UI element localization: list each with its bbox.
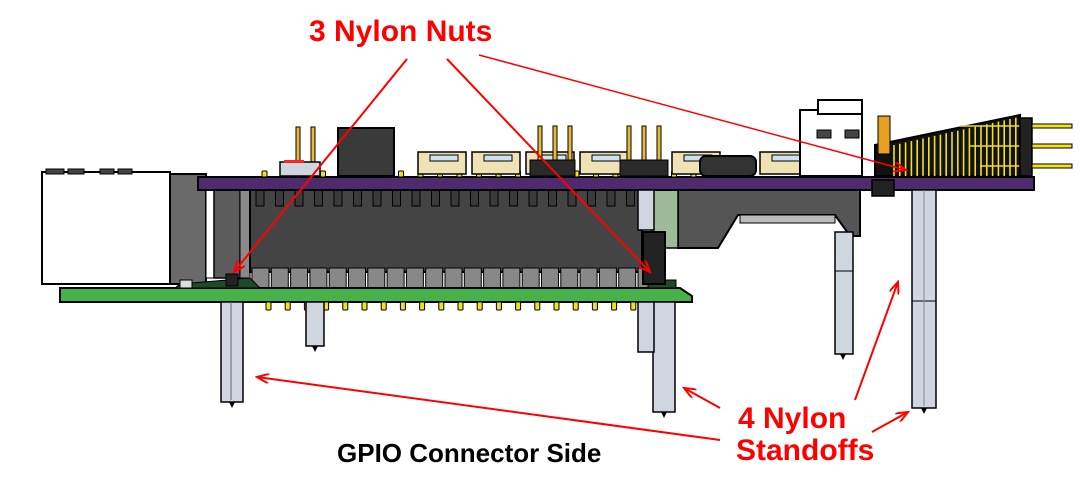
top-board-components — [279, 99, 1073, 177]
standoff-1 — [220, 301, 244, 408]
nylon-nut-right — [871, 179, 895, 197]
gpio-connector-side-label: GPIO Connector Side — [337, 438, 602, 468]
gpio-pin-housing — [425, 267, 444, 289]
callout-arrows-standoffs — [257, 282, 908, 441]
gpio-slot — [353, 189, 362, 207]
gpio-pin — [515, 301, 522, 311]
gpio-slot — [275, 189, 284, 207]
gpio-slot — [587, 189, 596, 207]
connector-slot — [591, 154, 621, 162]
standoff-4 — [911, 189, 937, 414]
gpio-slot — [372, 189, 382, 207]
callout-arrows-nuts — [234, 54, 906, 272]
gpio-slot — [606, 189, 616, 207]
standoff-2 — [637, 189, 676, 418]
arrow-standoff-3 — [854, 282, 898, 401]
gpio-pin-housing — [598, 267, 617, 289]
connector-slot — [771, 154, 801, 162]
gpio-pin-housing — [541, 267, 559, 289]
standoff-short-1 — [305, 301, 325, 352]
solder-joint — [320, 170, 326, 178]
gpio-pin — [495, 301, 502, 311]
arrow-standoff-1 — [257, 377, 721, 441]
gpio-slot — [528, 189, 538, 207]
gpio-pin-housing — [367, 267, 386, 289]
gpio-pin — [553, 301, 560, 311]
gpio-slot — [411, 189, 421, 207]
gpio-pin-housing — [405, 267, 424, 289]
gpio-pin-row — [265, 301, 637, 311]
gpio-pin — [284, 301, 291, 311]
gpio-pin — [342, 301, 349, 311]
nylon-nuts-label: 3 Nylon Nuts — [309, 15, 493, 48]
gpio-pin — [419, 301, 426, 311]
nylon-standoffs-label: 4 Nylon Standoffs — [736, 403, 874, 467]
solder-joint — [261, 170, 268, 178]
standoff-3 — [834, 231, 854, 360]
gpio-pin — [265, 301, 272, 311]
gpio-pin — [438, 301, 445, 311]
sd-card-holder — [651, 187, 861, 249]
gpio-pin-housing — [579, 267, 598, 289]
gpio-slot — [392, 189, 401, 207]
gpio-pin — [476, 301, 483, 311]
gpio-pin-housing — [463, 267, 482, 289]
solder-joint — [398, 170, 404, 178]
connector-slot — [429, 154, 459, 162]
top-board — [197, 176, 1035, 191]
gpio-pin-housing — [309, 267, 328, 289]
gpio-pin — [572, 301, 579, 311]
gpio-pin-housing — [270, 267, 289, 289]
nylon-nut-middle — [642, 231, 666, 285]
gpio-pin — [380, 301, 387, 311]
gpio-pin — [361, 301, 368, 311]
gpio-pin — [630, 301, 637, 311]
gpio-slot — [509, 189, 518, 207]
gpio-pin-housing — [618, 267, 637, 289]
arrow-standoff-4 — [871, 412, 908, 433]
gpio-slot — [431, 189, 440, 207]
gpio-pin — [457, 301, 464, 311]
nylon-nut-left — [225, 273, 239, 287]
gpio-pin-housing — [502, 267, 521, 289]
gpio-slot — [489, 189, 499, 207]
arrow-standoff-2 — [684, 388, 721, 409]
gpio-slot — [450, 189, 460, 207]
gpio-slot — [626, 189, 635, 207]
arrow-nut-left — [234, 58, 408, 272]
bottom-board — [59, 287, 693, 303]
gpio-slot — [548, 189, 557, 207]
gpio-slot — [333, 189, 343, 207]
gpio-pin — [591, 301, 598, 311]
connector-slot — [483, 154, 513, 162]
arrow-nut-right — [478, 54, 906, 170]
gpio-pin-housing — [521, 267, 540, 289]
gpio-pin — [611, 301, 618, 311]
arrow-nut-middle — [446, 58, 650, 272]
gpio-slot — [314, 189, 323, 207]
gpio-pin-housing — [386, 267, 405, 289]
gpio-pin-housing — [483, 267, 502, 289]
gpio-pin — [534, 301, 541, 311]
gpio-header — [249, 187, 656, 289]
gpio-pin-housing — [560, 267, 579, 289]
gpio-pin-housing — [328, 267, 347, 289]
gpio-pin-housing — [444, 267, 463, 289]
nylon-standoffs-label-line1: 4 Nylon — [738, 402, 847, 435]
gpio-pin — [399, 301, 406, 311]
nylon-standoffs-label-line2: Standoffs — [736, 434, 875, 467]
gpio-slot — [255, 189, 265, 207]
gpio-pin-housing — [348, 267, 366, 289]
gpio-slot — [470, 189, 479, 207]
gpio-pin-housing — [290, 267, 309, 289]
